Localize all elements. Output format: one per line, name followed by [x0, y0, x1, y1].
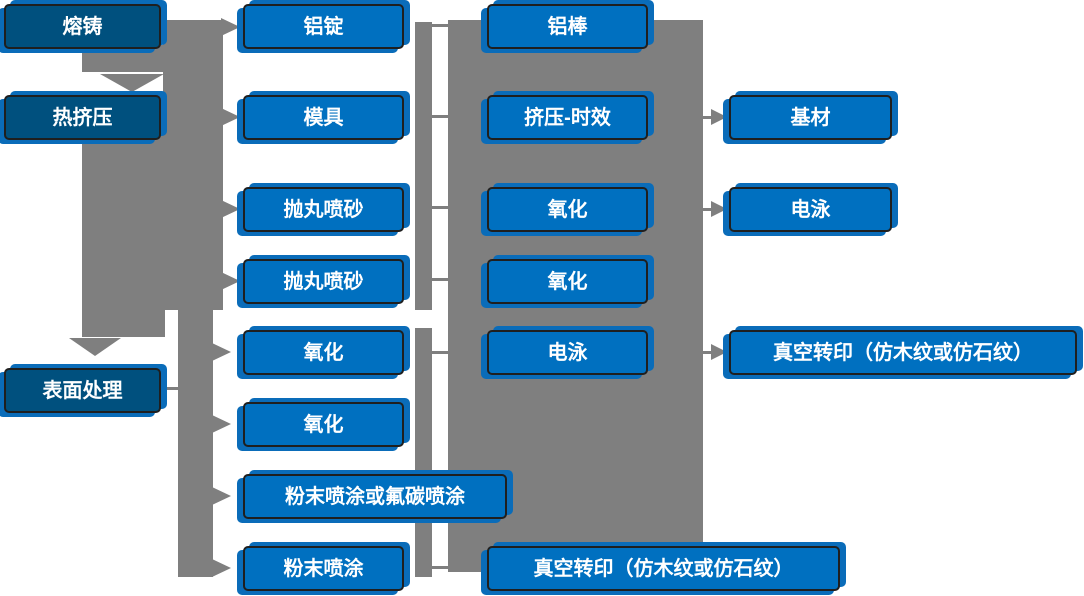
flow-arrow-right-icon	[212, 487, 231, 505]
node-mold: 模具	[243, 95, 404, 140]
flow-line-mid-row3	[432, 206, 448, 209]
node-base-material: 基材	[729, 95, 892, 140]
flow-line-mid-row4	[432, 278, 448, 281]
node-oxidation-2: 氧化	[243, 402, 404, 447]
flow-line-col4-row2	[701, 116, 713, 119]
node-shot-blasting-sandblasting-1: 抛丸喷砂	[243, 187, 404, 232]
node-oxidation-1: 氧化	[243, 330, 404, 375]
flow-arrow-right-icon	[711, 344, 727, 360]
flow-arrow-right-icon	[221, 108, 240, 126]
flow-arrow-down-icon	[69, 338, 121, 356]
flow-arrow-right-icon	[711, 109, 727, 125]
flow-arrow-right-icon	[212, 559, 231, 577]
node-shot-blasting-sandblasting-2: 抛丸喷砂	[243, 259, 404, 304]
node-vacuum-transfer-print-1: 真空转印（仿木纹或仿石纹）	[487, 546, 840, 591]
node-hot-extrusion: 热挤压	[4, 95, 161, 140]
flow-band-collector-lower	[178, 300, 213, 577]
node-oxidation-4: 氧化	[487, 259, 648, 304]
flow-arrow-right-icon	[212, 343, 231, 361]
flow-line-surface-treatment	[163, 387, 180, 390]
flow-line-mid-row1	[432, 24, 448, 27]
flow-band-collector-upper	[163, 20, 223, 310]
flow-line-col4-row5	[701, 351, 713, 354]
flow-arrow-right-icon	[221, 18, 240, 36]
flow-line-col4-row3	[701, 208, 713, 211]
flow-arrow-right-icon	[221, 272, 240, 290]
node-aluminum-ingot: 铝锭	[243, 4, 404, 49]
flow-line-mid-row2	[432, 115, 448, 118]
flow-arrow-down-icon	[100, 74, 164, 92]
node-oxidation-3: 氧化	[487, 187, 648, 232]
node-extrusion-aging: 挤压-时效	[487, 95, 648, 140]
node-aluminum-rod: 铝棒	[487, 4, 648, 49]
node-vacuum-transfer-print-2: 真空转印（仿木纹或仿石纹）	[729, 330, 1077, 375]
flow-bar-mid-upper	[415, 22, 432, 310]
flow-band-main-top	[82, 45, 165, 72]
node-electrophoresis-2: 电泳	[729, 187, 892, 232]
node-melting-casting: 熔铸	[4, 4, 161, 49]
flow-arrow-right-icon	[711, 201, 727, 217]
flow-arrow-right-icon	[221, 200, 240, 218]
node-electrophoresis-1: 电泳	[487, 330, 648, 375]
flow-arrow-right-icon	[212, 415, 231, 433]
flow-bar-mid-lower	[415, 328, 432, 577]
node-powder-coating: 粉末喷涂	[243, 546, 404, 591]
flow-line-mid-row8	[432, 566, 448, 569]
flow-line-mid-row5	[432, 351, 448, 354]
node-surface-treatment: 表面处理	[4, 368, 161, 413]
node-powder-or-fluorocarbon-coating: 粉末喷涂或氟碳喷涂	[243, 474, 507, 519]
